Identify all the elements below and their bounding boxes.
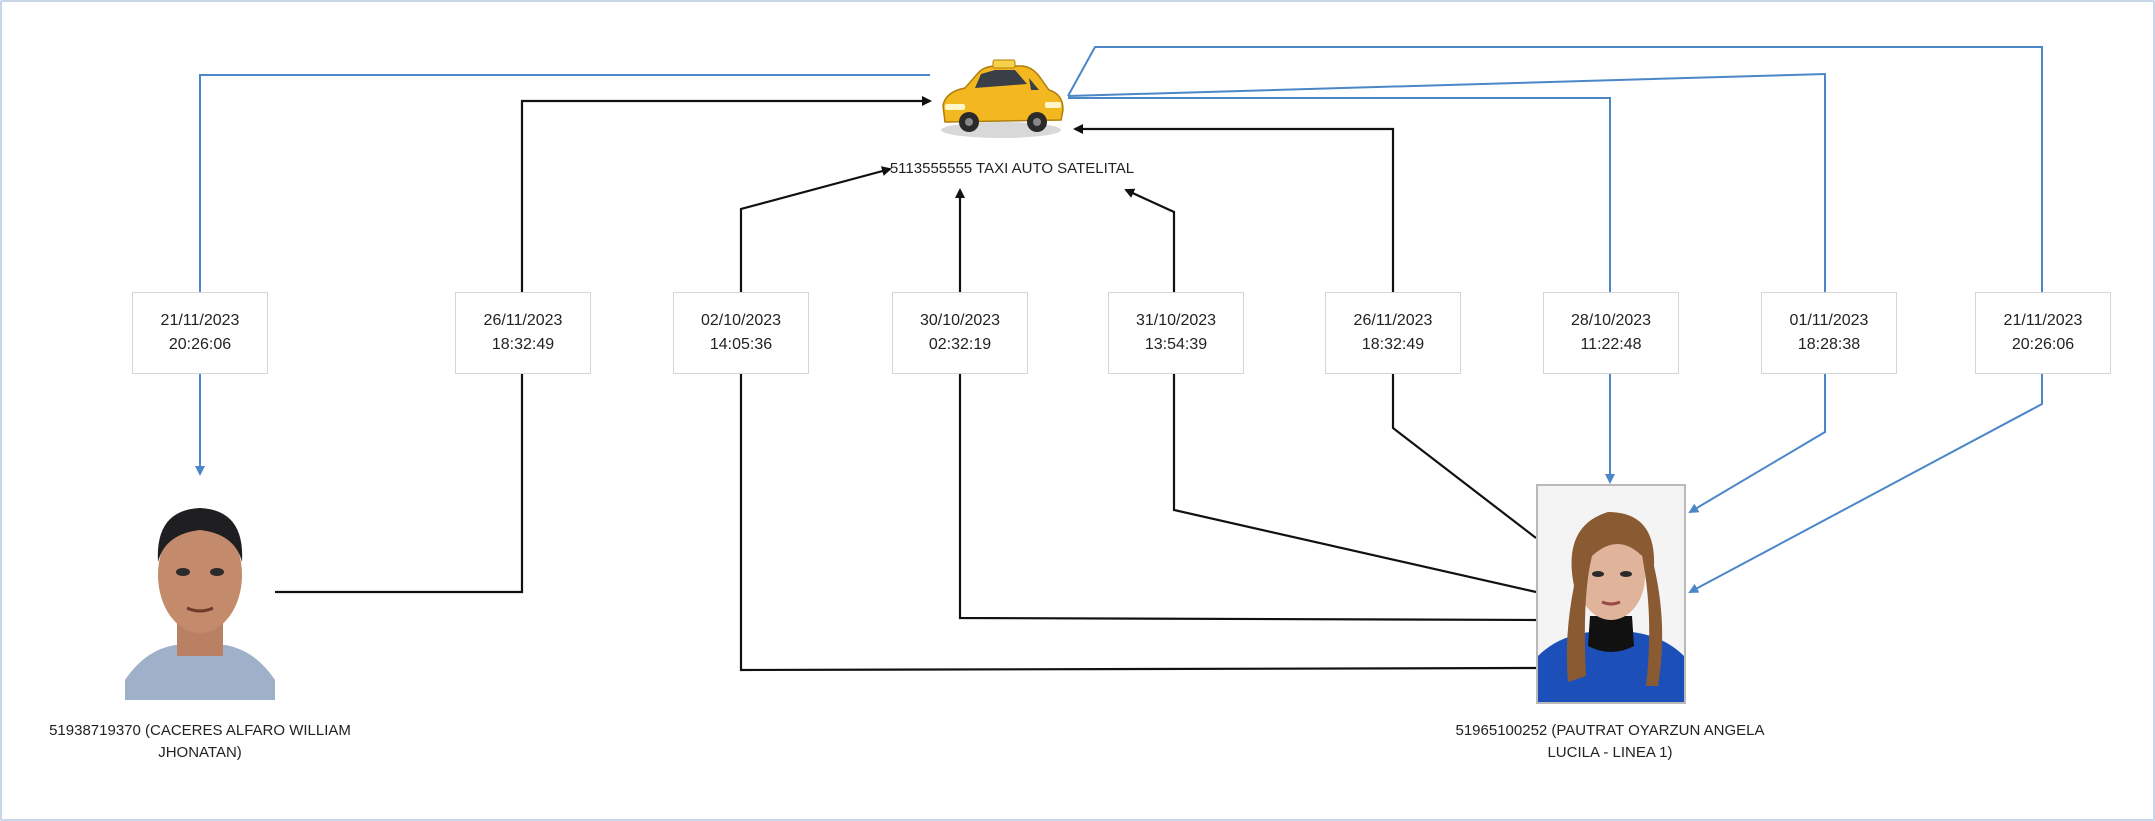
link-call-2 [275, 374, 524, 594]
link-call-3 [739, 374, 1537, 672]
call-date: 21/11/2023 [160, 312, 240, 329]
call-date: 28/10/2023 [1570, 312, 1652, 329]
right-person-label-line2: LUCILA - LINEA 1) [1547, 744, 1673, 761]
link-call-1 [199, 74, 930, 292]
link-call-3-b [739, 166, 892, 292]
left-person-label: 51938719370 (CACERES ALFARO WILLIAM JHON… [20, 720, 380, 764]
call-box-7: 28/10/2023 11:22:48 [1543, 292, 1679, 374]
call-time: 11:22:48 [1580, 336, 1642, 353]
link-call-5 [1172, 374, 1537, 594]
call-box-3: 02/10/2023 14:05:36 [673, 292, 809, 374]
link-call-8-b [1688, 374, 1826, 514]
call-date: 26/11/2023 [1353, 312, 1433, 329]
call-date: 01/11/2023 [1789, 312, 1869, 329]
link-call-4 [958, 374, 1537, 622]
left-person-label-line2: JHONATAN) [158, 744, 242, 761]
call-time: 14:05:36 [709, 336, 773, 353]
link-call-6-b [1073, 124, 1395, 292]
call-time: 18:32:49 [491, 336, 555, 353]
call-box-4: 30/10/2023 02:32:19 [892, 292, 1028, 374]
link-call-5-b [1124, 188, 1176, 292]
call-time: 20:26:06 [168, 336, 232, 353]
call-box-9: 21/11/2023 20:26:06 [1975, 292, 2111, 374]
link-call-6 [1391, 374, 1537, 539]
link-call-2-b [520, 96, 932, 292]
link-call-9 [1067, 46, 2043, 292]
call-date: 31/10/2023 [1135, 312, 1217, 329]
right-person-photo [1538, 486, 1684, 702]
call-time: 20:26:06 [2011, 336, 2075, 353]
right-person-label: 51965100252 (PAUTRAT OYARZUN ANGELA LUCI… [1430, 720, 1790, 764]
call-date: 30/10/2023 [919, 312, 1001, 329]
call-time: 18:28:38 [1797, 336, 1861, 353]
link-call-8 [1067, 72, 1826, 292]
call-box-8: 01/11/2023 18:28:38 [1761, 292, 1897, 374]
call-time: 02:32:19 [928, 336, 992, 353]
call-box-5: 31/10/2023 13:54:39 [1108, 292, 1244, 374]
left-person-photo [125, 480, 275, 700]
taxi-label: 5113555555 TAXI AUTO SATELITAL [889, 160, 1135, 177]
link-call-9-b [1688, 374, 2043, 593]
link-call-7 [1068, 97, 1611, 292]
call-date: 02/10/2023 [700, 312, 782, 329]
call-time: 13:54:39 [1144, 336, 1208, 353]
call-date: 21/11/2023 [2003, 312, 2083, 329]
taxi-icon [941, 59, 1064, 138]
call-time: 18:32:49 [1361, 336, 1425, 353]
call-box-6: 26/11/2023 18:32:49 [1325, 292, 1461, 374]
call-box-2: 26/11/2023 18:32:49 [455, 292, 591, 374]
right-person-label-line1: 51965100252 (PAUTRAT OYARZUN ANGELA [1455, 722, 1765, 739]
left-person-label-line1: 51938719370 (CACERES ALFARO WILLIAM [49, 722, 351, 739]
call-box-1: 21/11/2023 20:26:06 [132, 292, 268, 374]
call-date: 26/11/2023 [483, 312, 563, 329]
